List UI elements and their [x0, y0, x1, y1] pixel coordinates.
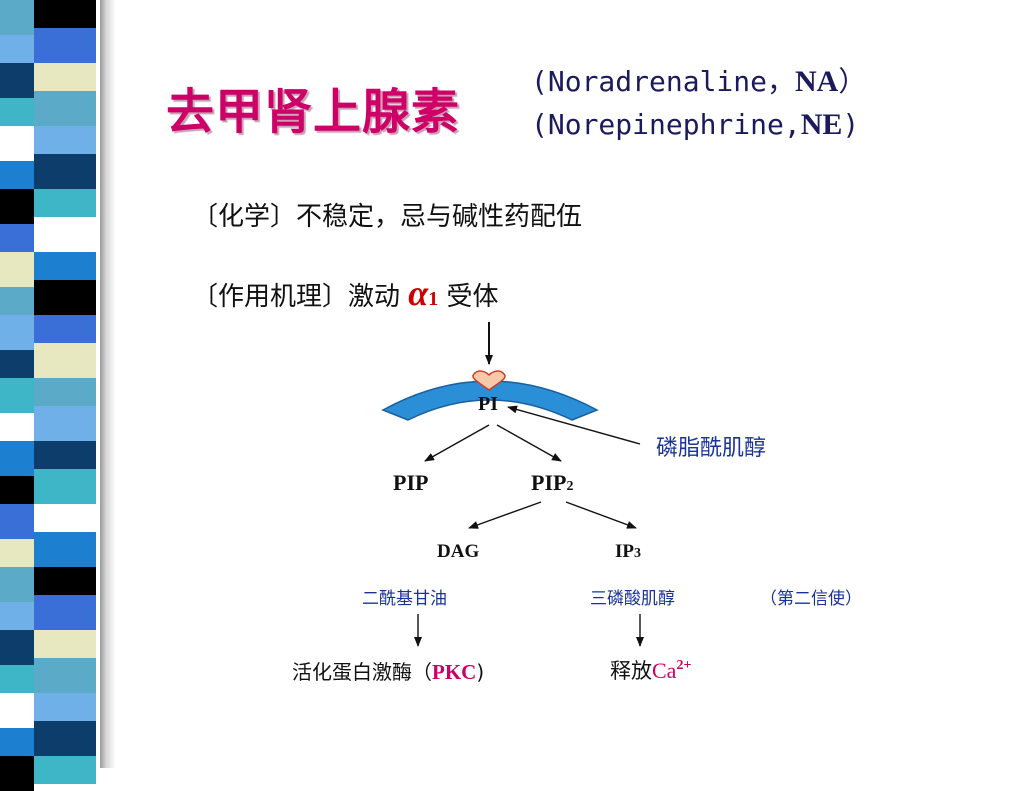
stripe-cell — [34, 693, 96, 721]
stripe-cell — [34, 343, 96, 378]
stripe-cell — [34, 630, 96, 658]
stripe-cell — [0, 126, 34, 161]
paren-open: ( — [531, 108, 548, 141]
stripe-cell — [0, 665, 34, 693]
result-pkc-suffix: ) — [476, 660, 485, 684]
stripe-cell — [0, 252, 34, 287]
result-ca-charge: 2+ — [676, 658, 692, 673]
stripe-cell — [34, 126, 96, 154]
english-name-text: Noradrenaline， — [547, 65, 796, 98]
stripe-cell — [34, 91, 96, 126]
stripe-cell — [0, 35, 34, 63]
mechanism-prefix: 〔作用机理〕激动 — [192, 282, 409, 312]
node-pip2-sub: 2 — [566, 479, 574, 494]
stripe-cell — [34, 658, 96, 693]
english-name-norepinephrine: (Norepinephrine,NE) — [531, 108, 859, 142]
stripe-cell — [0, 224, 34, 252]
stripe-cell — [0, 63, 34, 98]
abbr-na: NA — [795, 65, 839, 98]
arrow-label-to-pi — [507, 405, 641, 445]
stripe-cell — [0, 693, 34, 728]
stripe-cell — [0, 476, 34, 504]
decorative-stripe-bar — [0, 0, 100, 791]
result-pkc-abbr: PKC — [432, 660, 477, 684]
stripe-cell — [0, 350, 34, 378]
node-ip3-sub: 3 — [634, 546, 641, 561]
stripe-cell — [0, 161, 34, 189]
stripe-cell — [34, 280, 96, 315]
node-pi: PI — [478, 393, 498, 415]
paren-close: ） — [838, 65, 867, 98]
stripe-cell — [34, 504, 96, 532]
stripe-cell — [0, 539, 34, 567]
stripe-cell — [0, 315, 34, 350]
mechanism-suffix: 受体 — [438, 282, 499, 312]
stripe-cell — [34, 154, 96, 189]
signaling-pathway-diagram — [381, 322, 644, 647]
node-pip2: PIP2 — [531, 470, 573, 496]
stripe-cell — [34, 378, 96, 406]
stripe-cell — [0, 378, 34, 413]
stripe-cell — [34, 469, 96, 504]
stripe-cell — [34, 315, 96, 343]
result-ca-prefix: 释放 — [610, 659, 652, 683]
stripe-cell — [0, 441, 34, 476]
stripe-cell — [34, 595, 96, 630]
stripe-cell — [34, 532, 96, 567]
stripe-cell — [0, 728, 34, 756]
node-pip: PIP — [393, 470, 429, 495]
alpha-symbol: α — [408, 273, 429, 313]
stripe-cell — [34, 441, 96, 469]
arrow-pip2-to-dag — [468, 501, 542, 529]
stripe-cell — [34, 406, 96, 441]
stripe-column — [0, 0, 34, 791]
heart-receptor-icon — [472, 370, 506, 391]
stripe-cell — [0, 567, 34, 602]
stripe-column — [34, 0, 96, 784]
stripe-cell — [0, 602, 34, 630]
stripe-cell — [34, 189, 96, 217]
arrow-pi-to-pip — [424, 424, 490, 462]
label-phosphatidylinositol: 磷脂酰肌醇 — [656, 436, 767, 461]
arrow-pip2-to-ip3 — [565, 501, 637, 529]
result-pkc-prefix: 活化蛋白激酶（ — [292, 660, 432, 684]
stripe-cell — [0, 504, 34, 539]
label-diacylglycerol: 二酰基甘油 — [362, 589, 447, 609]
alpha-subscript: 1 — [428, 288, 439, 310]
stripe-cell — [34, 0, 96, 28]
node-ip3: IP3 — [615, 541, 641, 563]
abbr-ne: NE — [800, 108, 843, 141]
stripe-cell — [34, 252, 96, 280]
english-name-noradrenaline: (Noradrenaline，NA） — [531, 60, 866, 100]
paren-close: ) — [842, 108, 860, 141]
result-ca-symbol: Ca — [652, 658, 677, 683]
result-release-calcium: 释放Ca2+ — [610, 655, 691, 685]
arrow-pi-to-pip2 — [496, 424, 562, 462]
label-inositol-triphosphate: 三磷酸肌醇 — [590, 589, 675, 609]
stripe-shadow — [100, 0, 116, 768]
stripe-cell — [34, 63, 96, 91]
stripe-cell — [0, 756, 34, 791]
stripe-cell — [0, 287, 34, 315]
stripe-cell — [0, 630, 34, 665]
stripe-cell — [0, 98, 34, 126]
stripe-cell — [34, 28, 96, 63]
label-second-messenger: （第二信使） — [760, 589, 862, 609]
stripe-cell — [0, 189, 34, 224]
page-title: 去甲肾上腺素 — [166, 84, 461, 140]
stripe-cell — [0, 0, 34, 35]
stripe-cell — [0, 413, 34, 441]
english-name-text: Norepinephrine, — [547, 108, 801, 141]
stripe-cell — [34, 567, 96, 595]
node-ip3-base: IP — [615, 541, 634, 562]
stripe-cell — [34, 721, 96, 756]
paren-open: ( — [531, 65, 548, 98]
chemistry-line: 〔化学〕不稳定，忌与碱性药配伍 — [192, 202, 583, 232]
mechanism-line: 〔作用机理〕激动 α1 受体 — [192, 272, 498, 314]
node-dag: DAG — [437, 541, 480, 562]
result-activate-pkc: 活化蛋白激酶（PKC) — [292, 656, 484, 685]
stripe-cell — [34, 756, 96, 784]
stripe-cell — [34, 217, 96, 252]
node-pip2-base: PIP — [531, 470, 567, 495]
